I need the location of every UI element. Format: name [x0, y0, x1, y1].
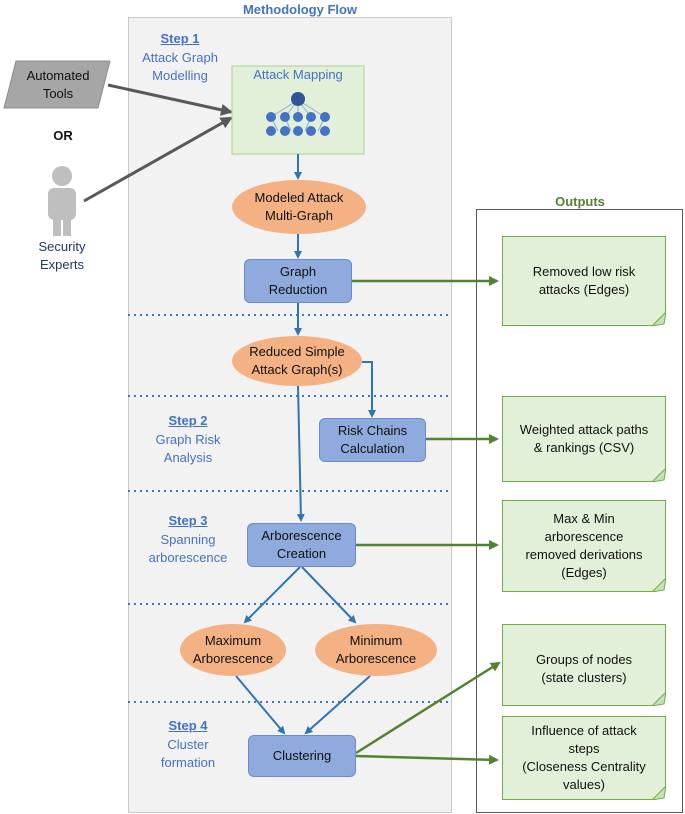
- output-weighted-attack-paths-text: Weighted attack paths & rankings (CSV): [519, 422, 649, 455]
- modeled-attack-multigraph-node: Modeled Attack Multi-Graph: [232, 180, 366, 234]
- step3-desc: Spanning arborescence: [148, 532, 228, 565]
- output-influence-of-attack-steps: Influence of attack steps (Closeness Cen…: [502, 716, 666, 800]
- or-label: OR: [53, 128, 73, 143]
- step1-title: Step 1: [160, 31, 200, 46]
- arrow-reduced-to-risk: [362, 361, 376, 418]
- output-removed-low-risk-text: Removed low risk attacks (Edges): [532, 264, 636, 297]
- step3-title: Step 3: [168, 513, 208, 528]
- arrow-tools-to-mapping: [107, 83, 233, 116]
- reduced-simple-attack-graph-node: Reduced Simple Attack Graph(s): [232, 336, 362, 386]
- output-removed-low-risk: Removed low risk attacks (Edges): [502, 236, 666, 326]
- arrow-arbor-to-min: [301, 566, 357, 624]
- arrow-min-to-cluster: [304, 675, 371, 735]
- security-experts-label: Security Experts: [38, 239, 86, 272]
- attack-mapping-label: Attack Mapping: [253, 67, 343, 82]
- step2-title: Step 2: [168, 413, 208, 428]
- output-groups-of-nodes: Groups of nodes (state clusters): [502, 624, 666, 706]
- arrow-cluster-to-output5: [355, 754, 499, 765]
- tree-nodes: [266, 92, 330, 136]
- automated-tools-label: Automated Tools: [26, 68, 90, 101]
- step1-desc: Attack Graph Modelling: [142, 50, 218, 83]
- arborescence-creation-node: Arborescence Creation: [247, 523, 356, 567]
- maximum-arborescence-node: Maximum Arborescence: [180, 624, 286, 676]
- arrow-experts-to-mapping: [83, 116, 233, 203]
- note-fold-icon: [652, 578, 666, 592]
- automated-tools-shape: [3, 60, 111, 109]
- output-weighted-attack-paths: Weighted attack paths & rankings (CSV): [502, 396, 666, 482]
- minimum-arborescence-node: Minimum Arborescence: [315, 624, 437, 676]
- output-influence-of-attack-steps-text: Influence of attack steps (Closeness Cen…: [522, 723, 646, 792]
- arrow-cluster-to-output4: [355, 661, 501, 755]
- output-max-min-arborescence-text: Max & Min arborescence removed derivatio…: [525, 511, 643, 580]
- risk-chains-calculation-node: Risk Chains Calculation: [319, 418, 426, 462]
- outputs-title: Outputs: [555, 194, 605, 209]
- arrow-arbor-to-max: [243, 566, 301, 624]
- note-fold-icon: [652, 692, 666, 706]
- step4-title: Step 4: [168, 718, 208, 733]
- step2-desc: Graph Risk Analysis: [155, 432, 221, 465]
- arrow-reduced-to-arbor: [296, 385, 305, 522]
- person-icon: [48, 166, 76, 236]
- graph-reduction-node: Graph Reduction: [244, 259, 352, 303]
- methodology-title: Methodology Flow: [242, 2, 358, 17]
- note-fold-icon: [652, 786, 666, 800]
- output-groups-of-nodes-text: Groups of nodes (state clusters): [535, 652, 633, 685]
- arrow-max-to-cluster: [235, 675, 286, 735]
- note-fold-icon: [652, 312, 666, 326]
- clustering-node: Clustering: [248, 735, 356, 777]
- output-max-min-arborescence: Max & Min arborescence removed derivatio…: [502, 500, 666, 592]
- step4-desc: Cluster formation: [160, 737, 216, 770]
- note-fold-icon: [652, 468, 666, 482]
